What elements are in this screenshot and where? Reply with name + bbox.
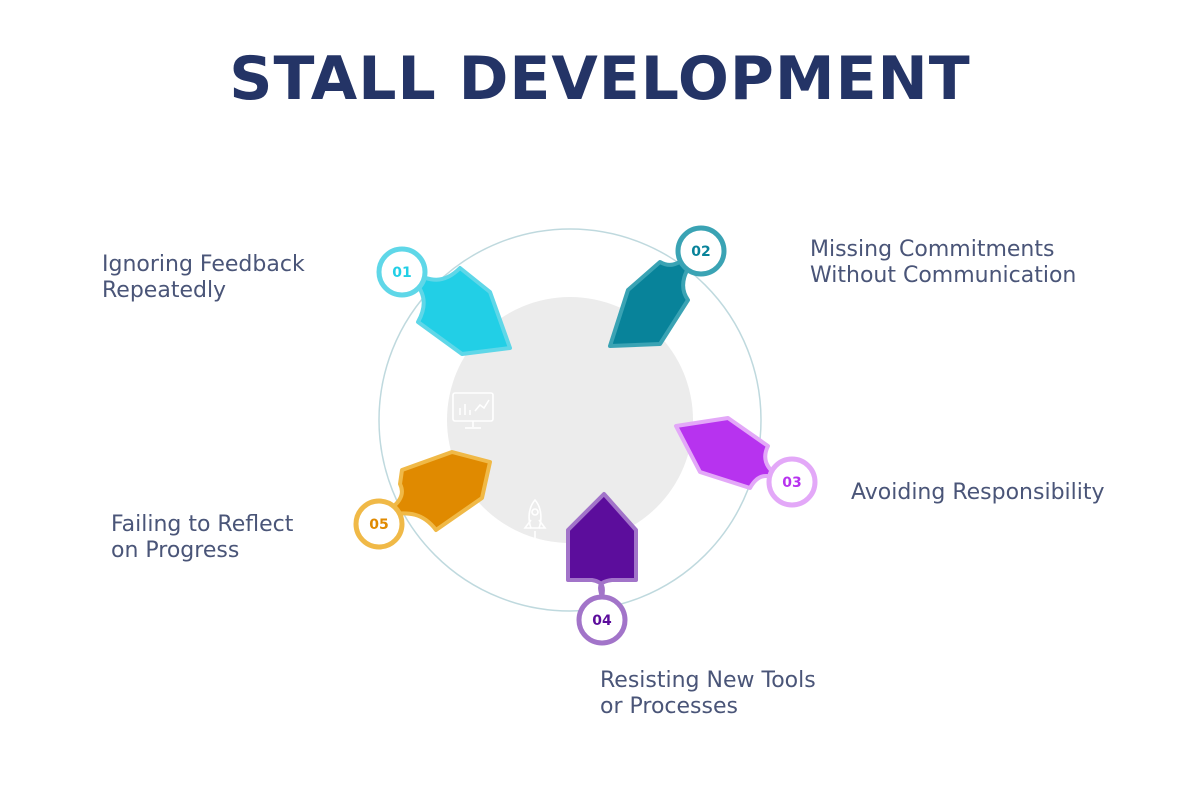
number-05: 05 [369,517,388,533]
number-02: 02 [691,244,710,260]
number-badge-05 [353,498,405,550]
center-circle [447,297,693,543]
cycle-item-04: 04 [566,492,638,646]
item-label-05: Failing to Reflect on Progress [111,512,293,564]
item-label-04-line1: Resisting New Tools [600,668,816,693]
number-badge-01 [376,246,428,298]
item-label-01-line2: Repeatedly [102,278,227,303]
item-label-04: Resisting New Tools or Processes [600,668,816,720]
petal-shape-05 [380,450,492,532]
number-badge-02 [675,225,727,277]
item-label-01-line1: Ignoring Feedback [102,252,305,277]
cycle-item-02: 02 [608,225,727,348]
item-label-04-line2: or Processes [600,694,738,719]
number-04: 04 [592,613,612,629]
number-badge-03 [766,456,818,508]
outer-ring [378,228,762,612]
item-label-01: Ignoring Feedback Repeatedly [102,252,305,304]
item-label-05-line1: Failing to Reflect [111,512,294,537]
cycle-item-05: 05 [353,450,492,550]
item-label-05-line2: on Progress [111,538,240,563]
number-badge-04 [576,594,628,646]
number-01: 01 [392,265,411,281]
number-03: 03 [782,475,801,491]
page-title: STALL DEVELOPMENT [229,44,971,114]
item-label-02: Missing Commitments Without Communicatio… [810,237,1076,289]
rocket-icon [523,498,547,538]
petal-shape-04 [566,492,638,600]
monitor-chart-icon [452,392,494,429]
cycle-item-01: 01 [376,246,512,356]
item-label-02-line1: Missing Commitments [810,237,1055,262]
cycle-item-03: 03 [674,416,818,508]
item-label-03: Avoiding Responsibility [851,480,1105,506]
item-label-02-line2: Without Communication [810,263,1077,288]
item-label-03-line1: Avoiding Responsibility [851,480,1105,505]
